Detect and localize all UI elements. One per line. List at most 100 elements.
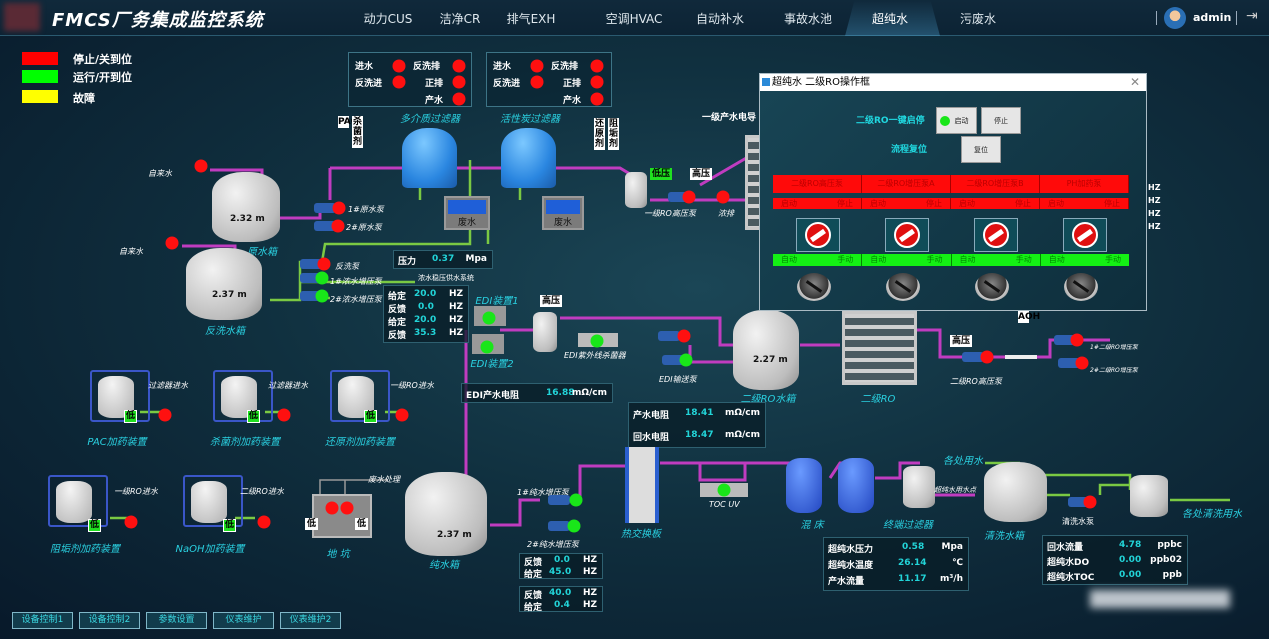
cleaning-pump-status[interactable]: [1083, 495, 1097, 509]
reductant-dosing-unit: 低: [330, 370, 390, 423]
mode-selector-knob[interactable]: [886, 273, 920, 301]
decor-element: 自动手动: [773, 254, 863, 266]
avatar[interactable]: [1164, 7, 1186, 29]
dosing-pump-status[interactable]: [277, 408, 291, 422]
indicator-label: 正排: [425, 79, 444, 89]
divider: [1236, 11, 1237, 25]
company-logo: [4, 3, 40, 31]
u-text: mΩ/cm: [724, 430, 760, 440]
decor-element: 自动 手动: [951, 254, 1041, 266]
edi-buffer-tank: [533, 312, 557, 352]
mode-selector-knob[interactable]: [797, 273, 831, 301]
device-control-2-button[interactable]: 设备控制2: [79, 612, 140, 629]
v-text: 45.0: [549, 567, 572, 577]
toc-uv-status[interactable]: [717, 483, 731, 497]
raw-pump-1-status[interactable]: [332, 201, 346, 215]
legend-swatch-fault: [22, 90, 58, 103]
pump-label: 2#浓水增压泵: [330, 295, 382, 304]
backwash-inlet-valve[interactable]: [165, 236, 179, 250]
edi-feed-pump-1-status[interactable]: [677, 329, 691, 343]
conc-pump-2-status[interactable]: [315, 289, 329, 303]
parameter-settings-button[interactable]: 参数设置: [146, 612, 207, 629]
pure-pump-1-status[interactable]: [569, 493, 583, 507]
ro2-boost-pump-1-status[interactable]: [1070, 333, 1084, 347]
indicator-label: 进水: [355, 62, 374, 72]
nav-tab-hvac[interactable]: 空调HVAC: [605, 12, 663, 26]
v-text: 11.17: [898, 574, 927, 584]
reset-button[interactable]: 复位: [961, 136, 1001, 163]
v-text: 26.14: [898, 558, 927, 568]
nav-tab-cr[interactable]: 洁净CR: [439, 12, 481, 26]
logout-icon[interactable]: ⇥: [1246, 8, 1258, 24]
tap-water-label: 自来水: [148, 169, 172, 178]
raw-pump-2-status[interactable]: [331, 219, 345, 233]
stop-button[interactable]: 停止: [981, 107, 1021, 134]
dialog-titlebar[interactable]: 超纯水 二级RO操作框✕: [760, 74, 1146, 91]
decor-element: [578, 464, 625, 500]
pump: [962, 352, 984, 362]
pump: [548, 495, 570, 505]
running-indicator: [940, 116, 950, 126]
conc-drain-valve[interactable]: [716, 190, 730, 204]
start-button[interactable]: 启动: [936, 107, 977, 134]
dosing-pump-status[interactable]: [395, 408, 409, 422]
pure-pump-2-status[interactable]: [567, 519, 581, 533]
nav-tab-cus[interactable]: 动力CUS: [363, 12, 413, 26]
unit: Mpa: [465, 254, 487, 264]
nav-tab-auto-makeup[interactable]: 自动补水: [695, 12, 745, 26]
conc-pump-1-status[interactable]: [315, 271, 329, 285]
instrument-maintenance-2-button[interactable]: 仪表维护2: [280, 612, 341, 629]
close-icon[interactable]: ✕: [1129, 75, 1140, 89]
ro1-hp-pump-status[interactable]: [682, 190, 696, 204]
edi-feed-pump-2-status[interactable]: [679, 353, 693, 367]
pump-title: 二级RO增压泵A: [862, 175, 951, 193]
sump-pump-2-status[interactable]: [340, 501, 354, 515]
pump-stop-toggle[interactable]: [796, 218, 840, 252]
nav-tab-exh[interactable]: 排气EXH: [506, 12, 556, 26]
u-text: m³/h: [939, 574, 963, 584]
uv-label: EDI紫外线杀菌器: [564, 351, 626, 360]
decor-element: [56, 481, 92, 523]
u-text: ppb02: [1150, 555, 1182, 565]
raw-inlet-valve[interactable]: [194, 159, 208, 173]
aoh-tag: AOH: [1018, 311, 1041, 323]
nav-tab-emergency-pool[interactable]: 事故水池: [783, 12, 833, 26]
ro2-hp-pump-status[interactable]: [980, 350, 994, 364]
edi-uv-status[interactable]: [590, 334, 604, 348]
dosing-pump-status[interactable]: [257, 515, 271, 529]
pump-stop-toggle[interactable]: [1063, 218, 1107, 252]
edi-1-status[interactable]: [482, 311, 496, 325]
auto-text: 自动: [959, 255, 976, 264]
nav-tab-ultrapure[interactable]: 超纯水: [871, 12, 909, 26]
ro2-boost-pump-2-status[interactable]: [1075, 356, 1089, 370]
pump-stop-toggle[interactable]: [885, 218, 929, 252]
edi-2-status[interactable]: [480, 340, 494, 354]
pump-stop-toggle[interactable]: [974, 218, 1018, 252]
dosing-pump-status[interactable]: [158, 408, 172, 422]
mode-selector-knob[interactable]: [975, 273, 1009, 301]
right-units-text: HZ: [1148, 209, 1161, 218]
k-text: 回水流量: [1047, 543, 1084, 553]
run-stop-text: 停止: [1104, 199, 1120, 208]
mode-selector-knob[interactable]: [1064, 273, 1098, 301]
instrument-maintenance-button[interactable]: 仪表维护: [213, 612, 274, 629]
knob-pointer-icon: [1072, 280, 1090, 293]
device-control-1-button[interactable]: 设备控制1: [12, 612, 73, 629]
decor-element: [191, 481, 227, 523]
u-text: ppb: [1162, 570, 1182, 580]
backwash-pump-status[interactable]: [317, 257, 331, 271]
sump-pump-1-status[interactable]: [325, 501, 339, 515]
tank-level: 2.37 m: [212, 290, 247, 300]
manual-text: 手动: [1015, 255, 1032, 264]
decor-element: 启动停止: [862, 198, 951, 209]
dosing-pump-status[interactable]: [124, 515, 138, 529]
backwash-water-tank: 2.37 m: [186, 248, 262, 320]
nav-tab-wastewater[interactable]: 污废水: [959, 12, 997, 26]
